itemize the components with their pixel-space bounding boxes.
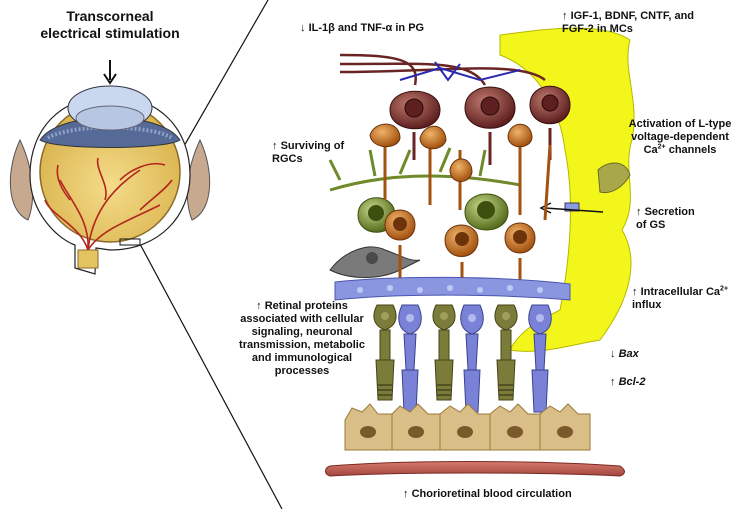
igf-label: ↑ IGF-1, BDNF, CNTF, and FGF-2 in MCs: [562, 10, 695, 35]
up-arrow-icon: ↑: [272, 140, 278, 152]
up-arrow-icon: ↑: [562, 10, 568, 22]
up-arrow-icon: ↑: [403, 488, 409, 500]
up-arrow-icon: ↑: [610, 376, 616, 388]
down-arrow-icon: ↓: [610, 348, 616, 360]
retinal-proteins-label: ↑ Retinal proteins associated with cellu…: [239, 300, 365, 377]
down-arrow-icon: ↓: [300, 22, 306, 34]
zoom-lines: [129, 0, 283, 509]
photoreceptors: [373, 304, 552, 413]
intracellular-label: ↑ Intracellular Ca2+ influx: [632, 285, 729, 311]
bipolar-cells: [369, 123, 552, 285]
gs-label: ↑ Secretion of GS: [636, 206, 695, 231]
surviving-label: ↑ Surviving of RGCs: [272, 140, 345, 165]
main-title: Transcorneal electrical stimulation: [40, 8, 180, 41]
l-type-label: Activation of L-type voltage-dependent C…: [628, 118, 732, 156]
muller-cell: [499, 27, 635, 352]
retina-illustration: [325, 27, 635, 477]
rods: [398, 304, 552, 413]
up-arrow-icon: ↑: [636, 206, 642, 218]
chorioretinal-label: ↑ Chorioretinal blood circulation: [403, 488, 572, 500]
ganglion-cells: [389, 85, 571, 165]
bax-label: ↓ Bax: [610, 348, 639, 360]
up-arrow-icon: ↑: [256, 300, 262, 312]
bcl2-label: ↑ Bcl-2: [610, 376, 646, 388]
eye-illustration: [9, 60, 211, 275]
up-arrow-icon: ↑: [632, 286, 638, 298]
choroidal-vessel: [325, 461, 625, 477]
il1b-label: ↓ IL-1β and TNF-α in PG: [300, 22, 425, 34]
amacrine-cells: [357, 193, 509, 233]
